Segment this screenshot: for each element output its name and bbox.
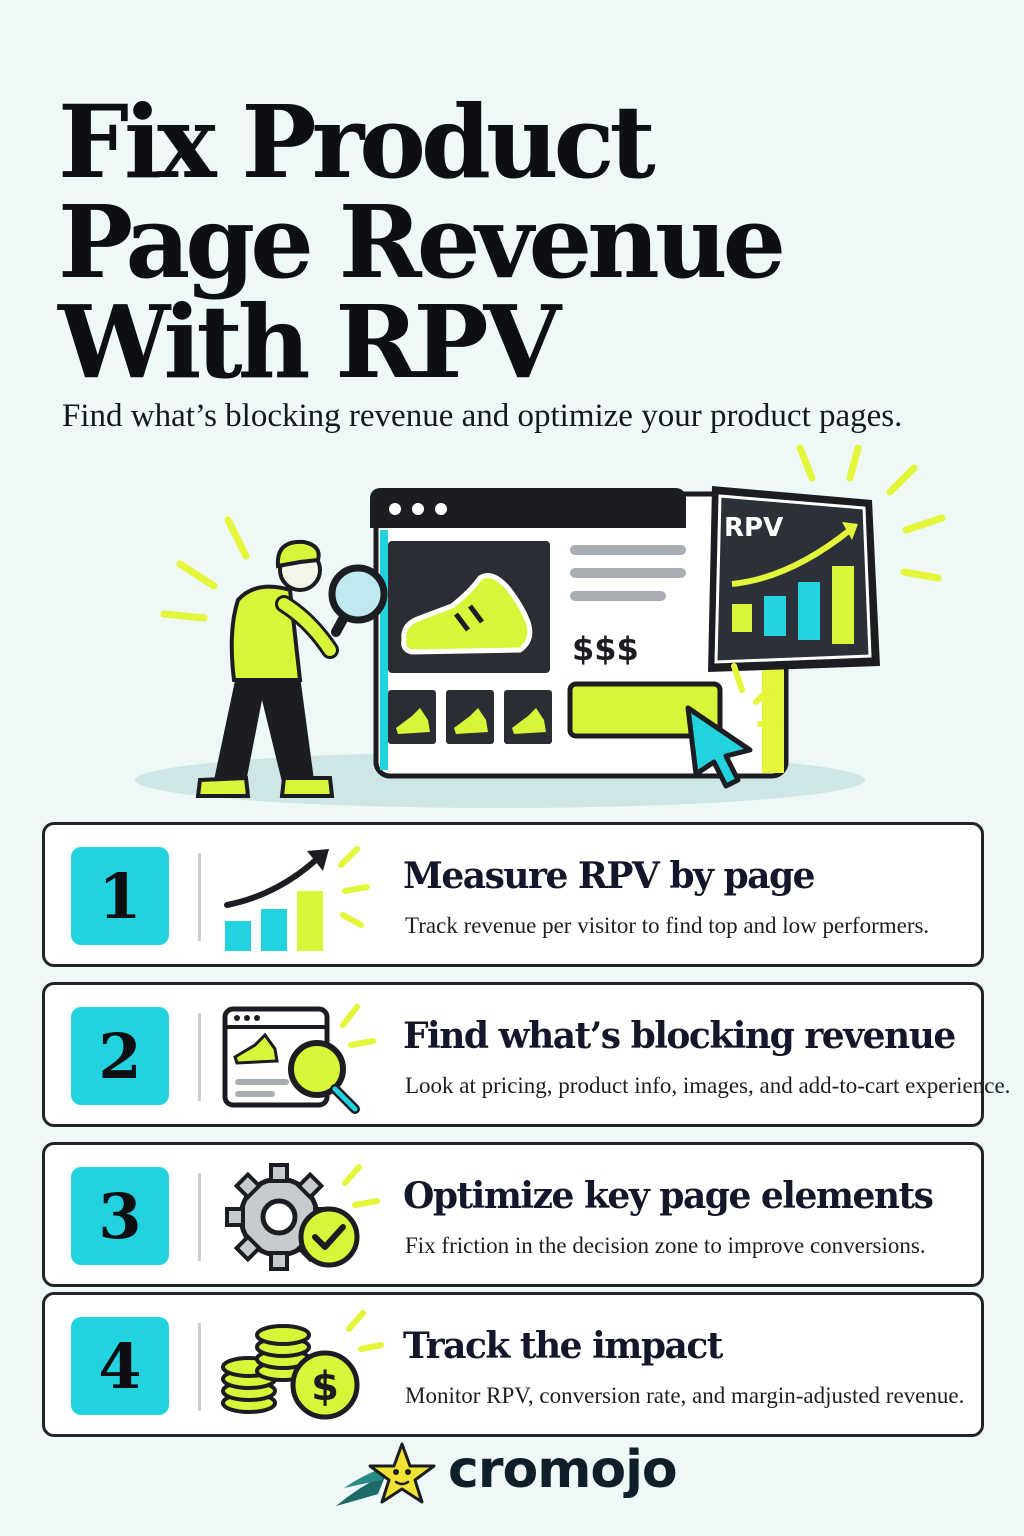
cursor-icon [685,705,753,789]
step-description: Track revenue per visitor to find top an… [405,913,930,938]
step-divider [198,1013,201,1101]
page-search-icon [222,1004,376,1114]
step-title: Measure RPV by page [403,855,816,897]
rpv-chart-card-icon: RPV [708,486,880,672]
star-mascot-icon [336,1442,436,1506]
step-card-4: 4 $ Track the impact Monitor RPV, conver… [42,1292,984,1437]
step-number: 1 [71,847,169,945]
cursor-rays-icon [731,663,783,727]
step-number: 4 [71,1317,169,1415]
page-title: Fix Product Page Revenue With RPV [58,92,958,392]
hero-illustration: $$$ RPV [135,444,946,808]
step-card-1: 1 Measure RPV by page Track revenue per … [42,822,984,967]
price-label: $$$ [572,630,639,668]
step-number: 2 [71,1007,169,1105]
brand-logo: cromojo [330,1436,710,1516]
title-line-2: Page Revenue [58,183,786,301]
step-card-2: 2 Find what’s blocking revenue Look at p… [42,982,1010,1127]
coins-dollar-icon: $ [221,1310,384,1420]
add-to-cart-button-illustration [567,681,723,739]
page-subtitle: Find what’s blocking revenue and optimiz… [62,398,903,434]
step-divider [198,853,201,941]
person-rays-icon [160,516,250,622]
step-description: Monitor RPV, conversion rate, and margin… [405,1383,965,1408]
chart-rays-icon [796,444,946,582]
gear-check-icon [225,1163,380,1271]
step-description: Look at pricing, product info, images, a… [405,1073,1011,1098]
step-title: Optimize key page elements [403,1175,934,1217]
step-divider [198,1173,201,1261]
step-divider [198,1323,201,1411]
step-title: Find what’s blocking revenue [403,1015,956,1057]
step-title: Track the impact [403,1325,723,1367]
title-line-1: Fix Product [58,83,656,201]
title-line-3: With RPV [58,283,561,401]
brand-name: cromojo [448,1440,678,1500]
person-with-magnifier-icon [195,539,388,798]
step-description: Fix friction in the decision zone to imp… [405,1233,926,1258]
bar-chart-growth-icon [224,846,370,951]
step-card-3: 3 [42,1142,984,1287]
step-number: 3 [71,1167,169,1265]
svg-text:$: $ [311,1364,339,1410]
rpv-chart-label: RPV [724,513,783,543]
